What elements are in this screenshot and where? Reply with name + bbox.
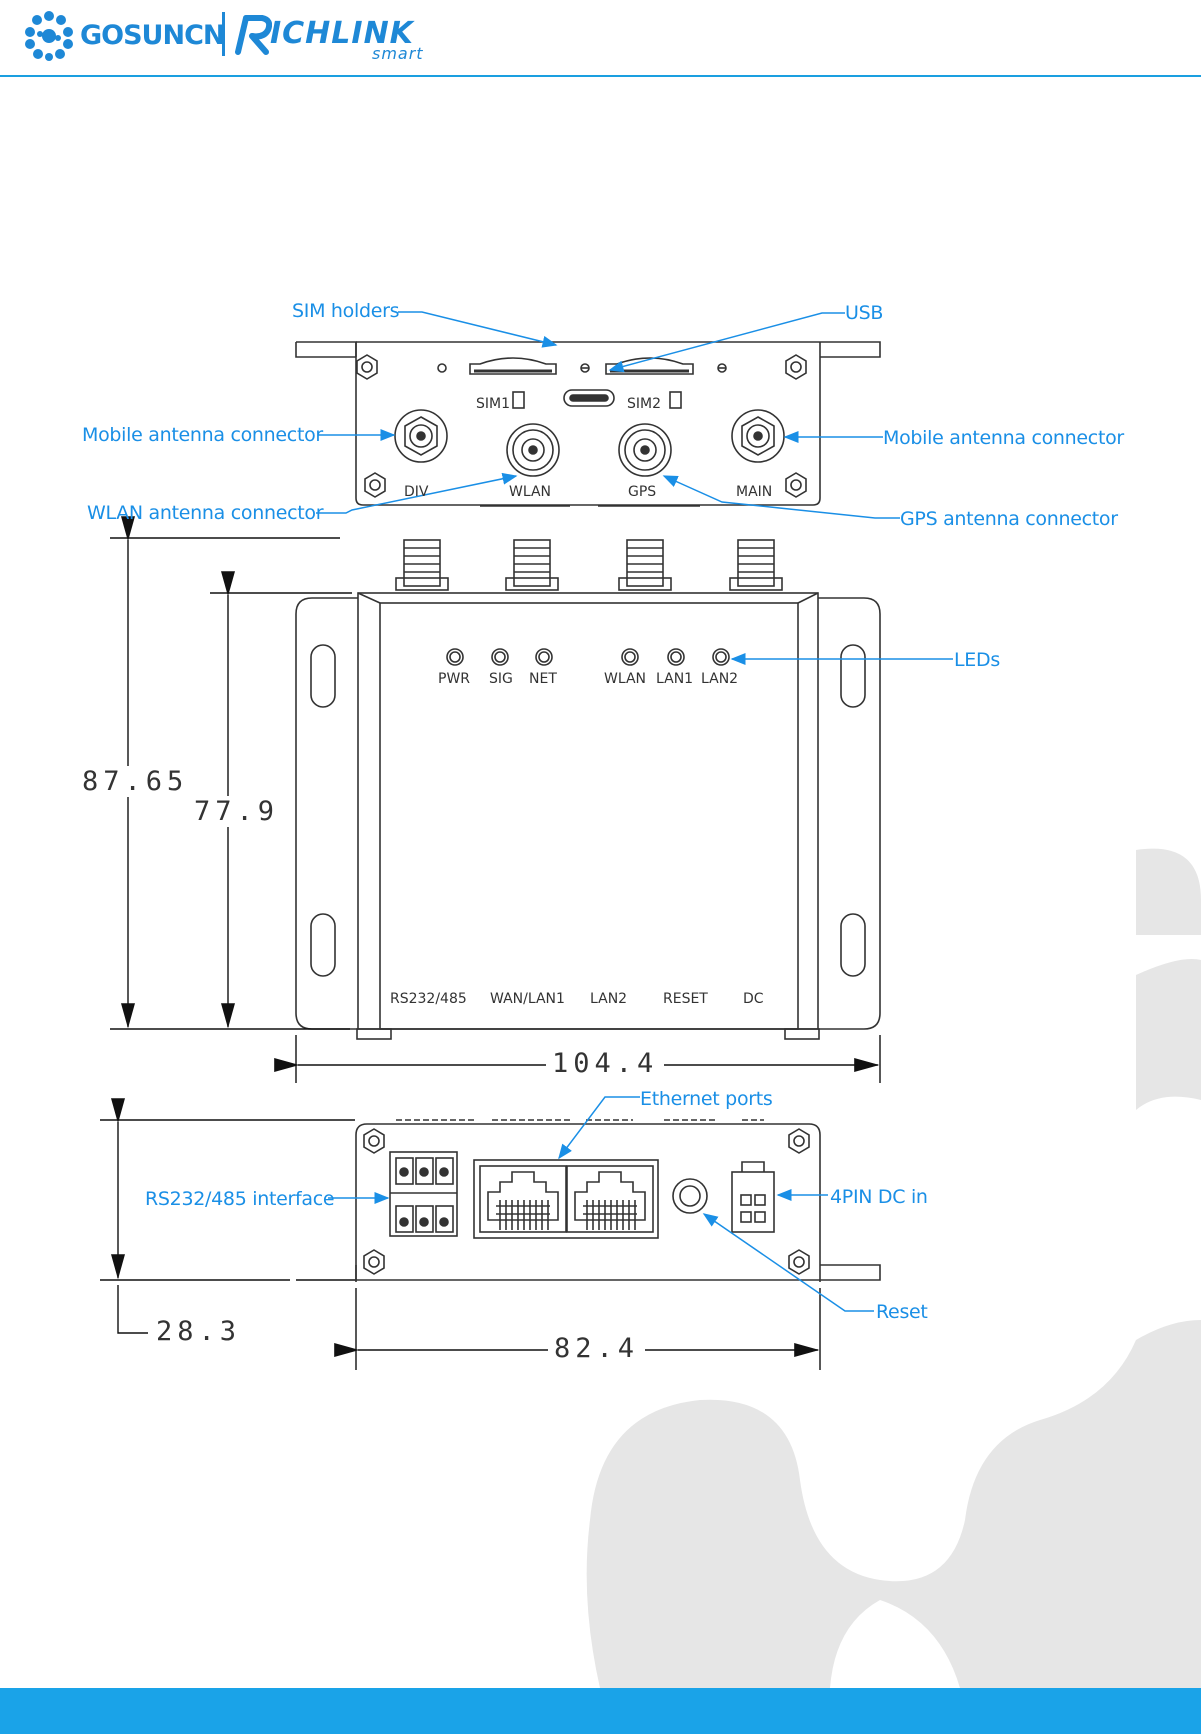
richlink-r-icon: [235, 15, 272, 55]
led-label-lan2: LAN2: [701, 671, 739, 687]
wlan-connector: [506, 423, 560, 477]
wlan-port-label: WLAN: [509, 484, 552, 500]
callout-dc-in: 4PIN DC in: [830, 1186, 928, 1208]
screw-bl-2: [363, 1128, 385, 1154]
screw-bottom-right: [785, 472, 807, 498]
led-sig: [491, 648, 509, 666]
antenna-stub-gps: [618, 539, 672, 591]
antenna-stub-main: [729, 539, 783, 591]
screw-bottom-left: [364, 472, 386, 498]
screw-top-right: [785, 354, 807, 380]
callout-leaders: [316, 311, 953, 1312]
callout-sim-holders: SIM holders: [292, 300, 400, 322]
screw-top-left: [356, 354, 378, 380]
port-side-view: [296, 1119, 881, 1282]
gps-label: GPS: [628, 484, 657, 500]
brand-secondary-text: ICHLINK: [270, 16, 414, 51]
page-header: GOSUNCN ICHLINK smart: [0, 0, 1201, 77]
dim-overall-height: 87.65: [82, 766, 189, 797]
rs232-terminal-block: [389, 1151, 458, 1237]
gosuncn-logo-icon: [25, 11, 73, 61]
led-label-lan1: LAN1: [656, 671, 694, 687]
dim-side-width: 82.4: [548, 1333, 646, 1364]
sim1-label: SIM1: [476, 396, 511, 412]
callout-usb: USB: [845, 302, 884, 324]
led-label-wlan: WLAN: [604, 671, 647, 687]
ethernet-jacks: [473, 1159, 659, 1239]
screw-bl-3: [363, 1249, 385, 1275]
led-label-sig: SIG: [489, 671, 513, 687]
screw-br-2: [788, 1128, 810, 1154]
dim-side-height: 28.3: [156, 1316, 242, 1347]
led-lan2: [712, 648, 730, 666]
main-label: MAIN: [736, 484, 773, 500]
rs232-port-label: RS232/485: [390, 991, 467, 1007]
div-label: DIV: [404, 484, 429, 500]
sim2-label: SIM2: [627, 396, 662, 412]
main-connector: [731, 409, 785, 463]
led-pwr: [446, 648, 464, 666]
lan2-port-label: LAN2: [590, 991, 628, 1007]
antenna-stub-wlan: [505, 539, 559, 591]
front-body-view: [295, 539, 881, 1040]
led-lan1: [667, 648, 685, 666]
logo-divider: [222, 12, 225, 56]
callout-mobile-antenna-right: Mobile antenna connector: [883, 427, 1124, 449]
led-net: [535, 648, 553, 666]
dimension-lines: [100, 516, 881, 1370]
dim-overall-width: 104.4: [546, 1048, 665, 1079]
reset-button-hole: [672, 1178, 708, 1214]
gps-connector: [618, 423, 672, 477]
footer-bar: [0, 1688, 1201, 1734]
callout-rs232-interface: RS232/485 interface: [145, 1188, 335, 1210]
top-panel-view: [295, 341, 881, 507]
div-connector: [394, 409, 448, 463]
led-label-pwr: PWR: [438, 671, 471, 687]
wan-lan1-port-label: WAN/LAN1: [490, 991, 565, 1007]
led-label-net: NET: [529, 671, 557, 687]
callout-leds: LEDs: [954, 649, 1000, 671]
brand-primary-text: GOSUNCN: [80, 20, 225, 51]
callout-ethernet-ports: Ethernet ports: [640, 1088, 773, 1110]
screw-br-3: [788, 1249, 810, 1275]
callout-wlan-antenna: WLAN antenna connector: [87, 502, 324, 524]
dc-connector: [731, 1161, 775, 1233]
dc-port-label: DC: [743, 991, 764, 1007]
callout-gps-antenna: GPS antenna connector: [900, 508, 1118, 530]
dim-body-height: 77.9: [194, 796, 280, 827]
antenna-stub-div: [395, 539, 449, 591]
callout-mobile-antenna-left: Mobile antenna connector: [82, 424, 323, 446]
brand-tagline-text: smart: [372, 44, 424, 63]
led-wlan: [621, 648, 639, 666]
callout-reset: Reset: [876, 1301, 928, 1323]
reset-port-label: RESET: [663, 991, 708, 1007]
